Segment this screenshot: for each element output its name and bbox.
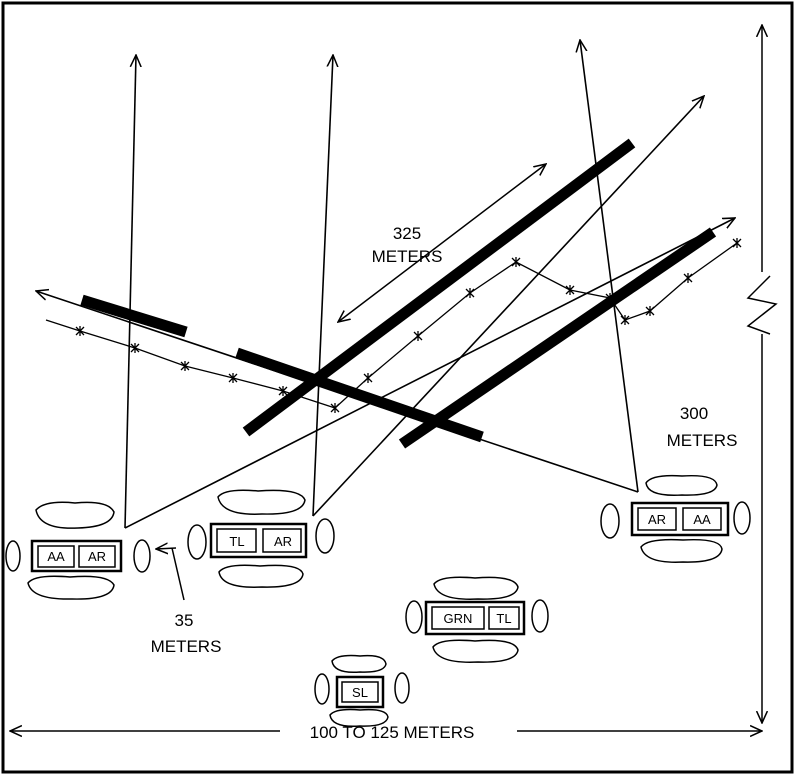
position-box: [637, 507, 677, 531]
sandbag-front: [35, 501, 115, 529]
wire-picket: [565, 285, 575, 295]
label-325-number: 325: [393, 224, 421, 243]
wire-picket: [278, 386, 288, 396]
break-symbol: [746, 275, 778, 335]
position-box: [262, 528, 302, 553]
position-tl: TL: [229, 534, 244, 549]
label-300-unit: METERS: [667, 431, 738, 450]
arrow-35-meters: [171, 547, 185, 601]
wire-picket: [330, 403, 340, 413]
position-box: [78, 545, 116, 568]
sandbag-left: [187, 524, 207, 560]
sandbag-rear: [329, 708, 389, 728]
sandbag-front: [217, 489, 306, 515]
label-300-number: 300: [680, 404, 708, 423]
fighting-position: [630, 501, 730, 537]
wire-picket: [363, 373, 373, 383]
position-box: [341, 681, 379, 703]
position-ar: AR: [648, 512, 666, 527]
wire-picket: [228, 373, 238, 383]
position-aa: AA: [693, 512, 711, 527]
sandbag-left: [600, 503, 620, 539]
grenadier-team: [405, 576, 549, 663]
sandbag-right: [733, 501, 751, 535]
sandbag-rear: [218, 564, 304, 588]
sandbag-front: [331, 654, 387, 674]
wire-picket: [75, 326, 85, 336]
sandbag-right: [315, 518, 335, 554]
position-aa: AA: [47, 549, 65, 564]
fighting-position: [335, 675, 385, 709]
wire-picket: [683, 273, 693, 283]
position-box: [216, 528, 257, 553]
wire-picket: [511, 257, 521, 267]
wire-picket: [413, 331, 423, 341]
position-tl: TL: [496, 611, 511, 626]
sandbag-left: [405, 600, 423, 634]
label-35-unit: METERS: [151, 637, 222, 656]
label-325-unit: METERS: [372, 247, 443, 266]
squad-leader-position: [314, 654, 410, 728]
sandbag-right: [133, 539, 151, 573]
wire-picket: [180, 361, 190, 371]
sandbag-right: [394, 672, 410, 704]
wire-picket: [620, 315, 630, 325]
sandbag-rear: [640, 538, 723, 563]
sandbag-front: [433, 576, 519, 600]
wire-picket: [732, 238, 742, 248]
position-grn: GRN: [444, 611, 473, 626]
sandbag-rear: [27, 575, 115, 600]
position-box: [682, 507, 722, 531]
position-box: [37, 545, 75, 568]
fighting-position: [424, 600, 526, 636]
position-ar: AR: [88, 549, 106, 564]
position-sl: SL: [352, 685, 368, 700]
sandbag-left: [5, 540, 21, 572]
position-box: [431, 606, 485, 630]
wire-picket: [645, 306, 655, 316]
center-team: [187, 489, 335, 588]
position-ar: AR: [274, 534, 292, 549]
wire-picket: [130, 343, 140, 353]
wire-picket: [465, 288, 475, 298]
label-35-number: 35: [175, 611, 194, 630]
sandbag-right: [531, 599, 549, 633]
left-team: [5, 501, 151, 600]
fighting-position: [30, 539, 123, 573]
label-frontage: 100 TO 125 METERS: [310, 723, 475, 742]
sandbag-front: [645, 474, 718, 496]
fighting-position: [209, 522, 308, 559]
arrow-35-meters-head: [156, 548, 177, 549]
position-box: [488, 606, 520, 630]
right-team: [600, 474, 751, 563]
sandbag-left: [314, 673, 330, 705]
wire-picket: [605, 293, 615, 303]
arrow-325-meters: [338, 164, 546, 322]
sandbag-rear: [432, 639, 519, 663]
